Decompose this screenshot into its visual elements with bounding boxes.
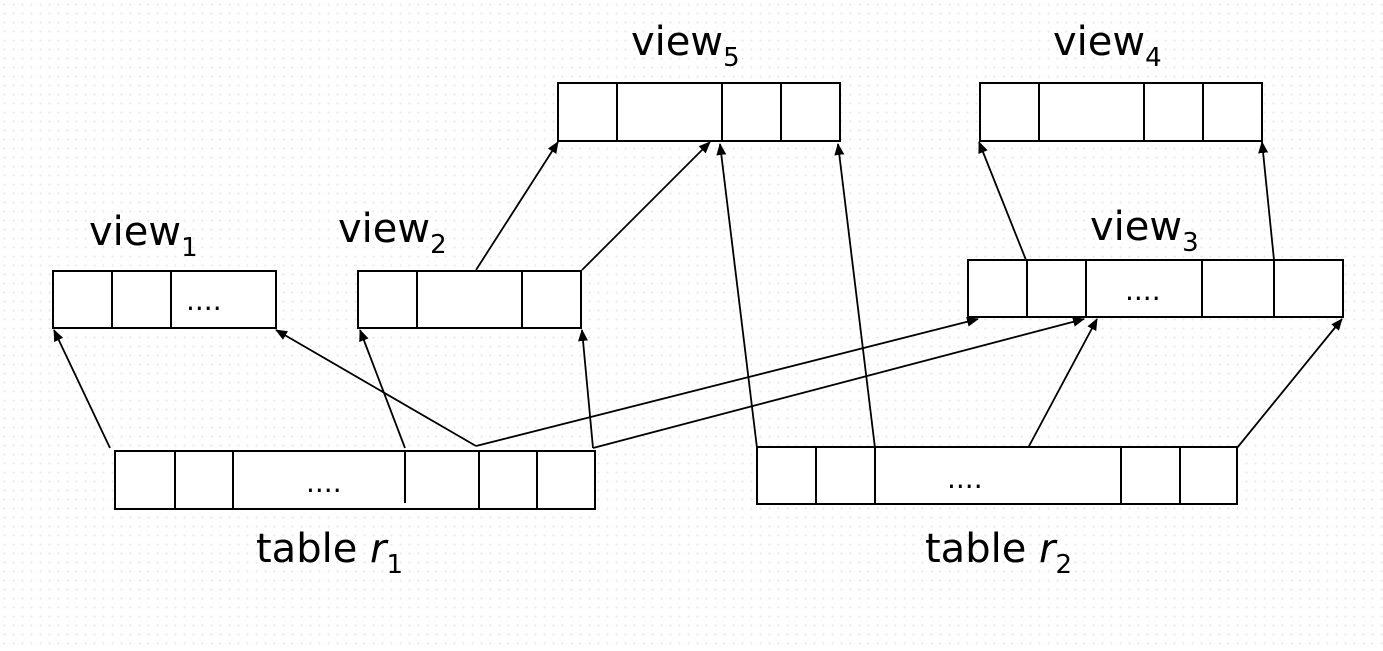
arrow-r1-to-view2-a	[359, 329, 406, 449]
view5-label: view5	[631, 19, 740, 73]
table-r1-ellipsis: ....	[306, 466, 342, 499]
view2-label: view2	[338, 206, 447, 260]
view3-label: view3	[1090, 204, 1199, 258]
arrow-r1-to-view3-b	[592, 316, 1085, 449]
view1-table: ....	[52, 270, 277, 329]
table-r1-label: table r1	[256, 526, 403, 580]
view5-table	[557, 82, 841, 142]
arrow-r1-to-view3-a	[475, 316, 979, 447]
table-r2: ....	[756, 446, 1238, 505]
table-r2-label: table r2	[925, 526, 1072, 580]
view3-table: ....	[967, 259, 1344, 318]
view4-label: view4	[1053, 19, 1162, 73]
view1-ellipsis: ....	[186, 284, 222, 317]
arrow-r2-to-view5-b	[834, 143, 876, 449]
view4-table	[979, 82, 1263, 142]
arrow-r1-to-view1-a	[53, 329, 111, 449]
arrow-view3-to-view4-a	[978, 141, 1027, 261]
arrow-r2-to-view3-a	[1027, 318, 1098, 449]
arrow-r2-to-view3-b	[1236, 318, 1343, 449]
arrow-view3-to-view4-b	[1258, 141, 1275, 261]
view3-ellipsis: ....	[1125, 274, 1161, 307]
arrow-view2-to-view5-a	[475, 141, 559, 271]
table-r1: ....	[114, 450, 596, 510]
arrow-r2-to-view5-a	[716, 143, 758, 449]
table-r2-ellipsis: ....	[947, 462, 983, 495]
view1-label: view1	[89, 209, 198, 263]
arrows	[53, 141, 1343, 449]
arrow-r1-to-view2-b	[578, 329, 594, 449]
arrow-view2-to-view5-b	[581, 141, 711, 271]
view2-table	[357, 270, 582, 329]
arrow-r1-to-view1-b	[275, 329, 477, 447]
